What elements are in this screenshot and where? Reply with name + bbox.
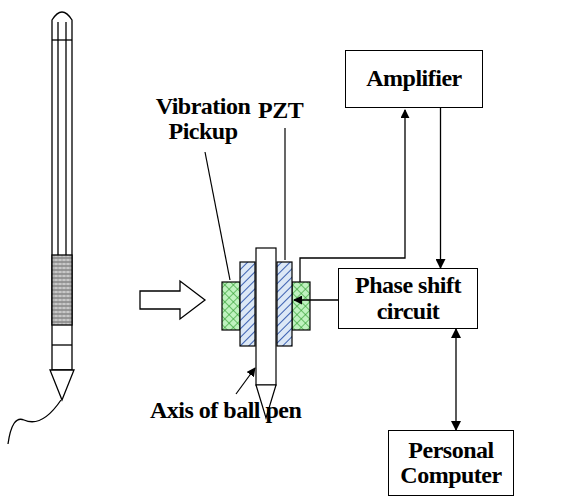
- part-label: Axis of ball pen: [150, 398, 400, 423]
- box-label: Amplifier: [366, 66, 461, 91]
- process-box: Personal Computer: [388, 430, 514, 496]
- signal-connector: [455, 329, 456, 430]
- part-label: PZT: [258, 98, 318, 123]
- process-box: Amplifier: [345, 50, 483, 108]
- box-label: Phase shift circuit: [343, 273, 473, 323]
- part-label: Vibration Pickup: [150, 94, 256, 144]
- leader-arrow: [236, 368, 255, 394]
- box-label: Personal Computer: [393, 438, 509, 488]
- signal-connector: [440, 108, 441, 268]
- hollow-arrow: [140, 281, 205, 319]
- leader-line: [284, 128, 285, 260]
- ball-pen: [8, 12, 74, 444]
- leader-line: [205, 152, 230, 280]
- pen-cross-section: [222, 248, 310, 418]
- signal-wire: [300, 110, 405, 282]
- signal-wire: [294, 299, 338, 300]
- process-box: Phase shift circuit: [338, 268, 478, 329]
